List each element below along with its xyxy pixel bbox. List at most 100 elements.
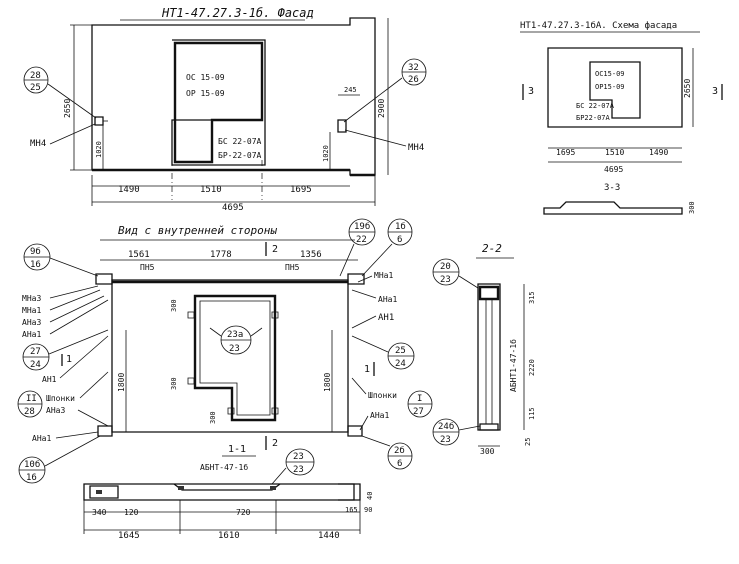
inner-left-label-4: АНа1 <box>22 330 41 339</box>
svg-text:27: 27 <box>413 407 424 417</box>
facade-door-label-1: БС 22-07А <box>218 137 262 146</box>
section11-dim-b1: 1645 <box>118 531 140 541</box>
inner-dim-300-a: 300 <box>170 299 178 312</box>
section11-dim-r1: 165 <box>345 506 358 514</box>
section22-top-block <box>480 287 498 299</box>
scheme-section-mark-right: 3 <box>712 86 718 97</box>
inner-corner-br <box>348 426 362 436</box>
scheme-window-2: ОР15-09 <box>595 83 625 91</box>
svg-text:23: 23 <box>293 452 304 462</box>
svg-text:25: 25 <box>395 346 406 356</box>
svg-text:10б: 10б <box>24 459 40 470</box>
svg-text:19б: 19б <box>354 221 370 232</box>
scheme-view: НТ1-47.27.3-1бА. Схема фасада ОС15-09 ОР… <box>520 20 722 214</box>
facade-dim-height-right: 2900 <box>377 99 386 118</box>
facade-dim-part-3: 1695 <box>290 185 312 195</box>
inner-dim-300-b: 300 <box>170 377 178 390</box>
section11-dim-a3: 720 <box>236 508 251 517</box>
svg-text:II: II <box>26 394 37 404</box>
svg-text:20: 20 <box>440 262 451 272</box>
inner-shponki-right: Шпонки <box>368 391 397 400</box>
svg-text:2б: 2б <box>394 445 405 456</box>
scheme-dim-height: 2650 <box>683 79 692 98</box>
svg-text:28: 28 <box>30 71 41 81</box>
scheme-door-2: БР22-07А <box>576 114 611 122</box>
facade-dim-height-left: 2650 <box>63 99 72 118</box>
svg-text:25: 25 <box>30 83 41 93</box>
section22-dim-2220: 2220 <box>528 359 536 376</box>
inner-mark-2b: 2б 6 <box>362 436 413 470</box>
inner-ana1-right-bottom: АНа1 <box>370 411 389 420</box>
inner-shponki-left: Шпонки <box>46 394 75 403</box>
inner-left-label-2: МНа1 <box>22 306 41 315</box>
section22-dim-115: 115 <box>528 407 536 420</box>
scheme-panel-outline <box>548 48 682 127</box>
svg-text:16: 16 <box>30 260 41 270</box>
svg-text:24: 24 <box>395 359 406 369</box>
facade-door-label-2: БР-22-07А <box>218 151 262 160</box>
inner-opening-inner <box>200 301 270 415</box>
svg-text:6: 6 <box>397 235 402 245</box>
svg-text:28: 28 <box>24 407 35 417</box>
svg-text:23: 23 <box>440 435 451 445</box>
inner-title: Вид с внутренней стороны <box>118 224 277 237</box>
facade-title: НТ1-47.27.3-1б. Фасад <box>161 6 314 20</box>
inner-mark-27: 27 24 <box>22 330 108 371</box>
inner-an1-right: АН1 <box>378 313 394 323</box>
svg-text:I: I <box>417 394 422 404</box>
inner-left-label-3: АНа3 <box>22 318 41 327</box>
inner-mark-25: 25 24 <box>352 336 415 370</box>
scheme-dim-300: 300 <box>688 201 696 214</box>
inner-panel-outline <box>112 280 348 432</box>
inner-section-1-right: 1 <box>364 364 370 375</box>
inner-mark-19b: 19б 22 <box>340 218 376 276</box>
inner-dim-1800-right: 1800 <box>323 373 332 392</box>
section22-label: АБНТ1-47-1б <box>508 339 518 392</box>
svg-text:32: 32 <box>408 63 419 73</box>
svg-text:9б: 9б <box>30 246 41 257</box>
section-2-2: 2-2 20 23 АБНТ1-47-1б 315 2220 115 25 24… <box>432 242 536 456</box>
inner-an1-left: АН1 <box>42 375 57 384</box>
section11-mark-23: 23 23 <box>272 448 315 484</box>
inner-ana3-left: АНа3 <box>46 406 65 415</box>
facade-dim-part-1: 1490 <box>118 185 140 195</box>
inner-dim-300-c: 300 <box>209 411 217 424</box>
inner-dim-top-1: 1561 <box>128 250 150 260</box>
inner-mark-10b: 10б 16 <box>18 436 100 484</box>
scheme-dim-total: 4695 <box>604 165 623 174</box>
section11-dim-b3: 1440 <box>318 531 340 541</box>
inner-mark-9b: 9б 16 <box>23 243 98 276</box>
inner-opening-frame <box>195 296 275 420</box>
scheme-dim-3: 1490 <box>649 148 668 157</box>
inner-mark-1b: 1б 6 <box>362 218 413 276</box>
scheme-opening <box>590 62 640 118</box>
section11-dim-b2: 1610 <box>218 531 240 541</box>
section22-mark-24b: 24б 23 <box>432 418 480 446</box>
inner-pn5-left: ПН5 <box>140 263 155 272</box>
svg-text:23: 23 <box>440 275 451 285</box>
scheme-section-mark-left: 3 <box>528 86 534 97</box>
svg-text:1б: 1б <box>395 221 406 232</box>
section11-dim-a2: 120 <box>124 508 139 517</box>
facade-dim-245: 245 <box>344 86 357 94</box>
facade-opening-frame <box>175 43 262 162</box>
section11-dim-r2: 90 <box>364 506 372 514</box>
inner-mna1-right: МНа1 <box>374 271 393 280</box>
inner-left-label-1: МНа3 <box>22 294 41 303</box>
section11-groove <box>174 484 280 490</box>
svg-text:26: 26 <box>408 75 419 85</box>
inner-dim-1800-left: 1800 <box>117 373 126 392</box>
section-1-1: 1-1 АБНТ-47-1б 23 23 40 340 120 720 165 … <box>84 444 374 541</box>
svg-text:22: 22 <box>356 235 367 245</box>
inner-section-1-left: 1 <box>66 354 72 365</box>
section22-mark-20: 20 23 <box>432 258 478 288</box>
inner-ana1-right: АНа1 <box>378 295 397 304</box>
inner-mark-I: I 27 <box>407 390 433 418</box>
section11-title: 1-1 <box>228 444 246 455</box>
facade-mn4-right: МН4 <box>408 143 424 153</box>
inner-corner-bl <box>98 426 112 436</box>
inner-mark-II: II 28 <box>17 390 43 418</box>
inner-mark-23a: 23а 23 <box>210 325 262 355</box>
svg-text:16: 16 <box>26 473 37 483</box>
section22-bottom-block <box>480 424 498 430</box>
